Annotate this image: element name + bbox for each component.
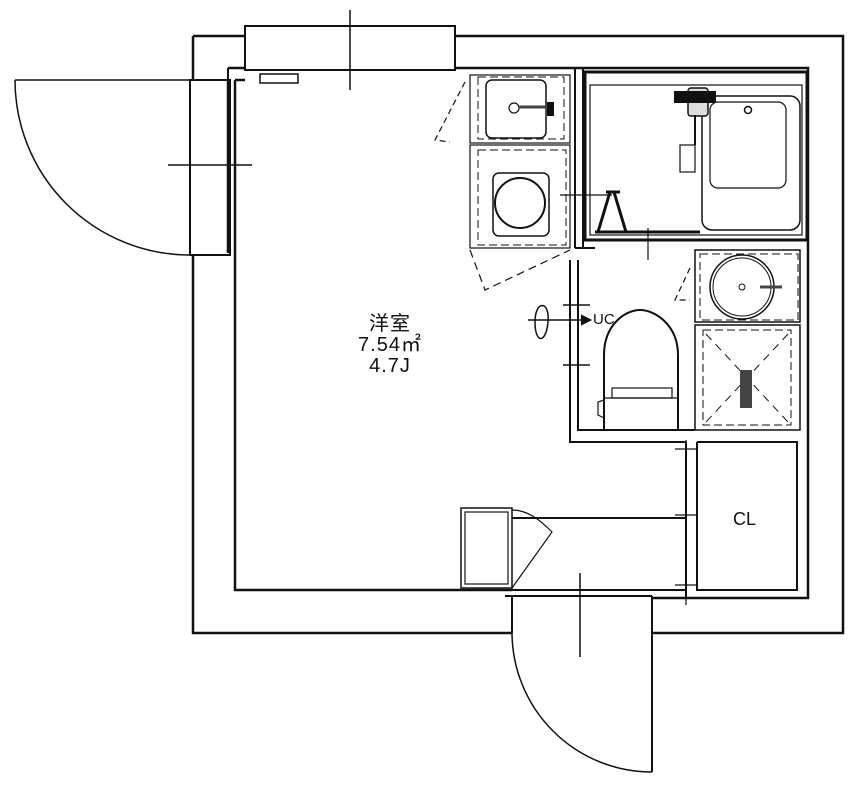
partition-wall: [569, 68, 798, 598]
room-name: 洋室: [369, 313, 411, 335]
toilet-door: [528, 304, 593, 366]
kitchen-sink: [434, 74, 571, 144]
closet-label: CL: [733, 509, 757, 529]
shower-pan: [694, 324, 801, 431]
room-tatami: 4.7J: [369, 355, 411, 377]
inner-wall: [226, 66, 810, 600]
unit-bath: [560, 70, 809, 260]
balcony-door: [14, 79, 252, 256]
aircon-unit: [259, 73, 299, 84]
toilet: [597, 308, 679, 431]
room-area: 7.54㎡: [358, 334, 422, 356]
washing-machine-space: [469, 144, 571, 291]
outer-wall: [191, 34, 845, 635]
entrance-door: [505, 573, 686, 773]
western-room-label: 洋室 7.54㎡ 4.7J: [330, 314, 450, 377]
toilet-label: UC: [593, 311, 615, 328]
shoe-cabinet: [460, 507, 686, 589]
wash-basin: [674, 249, 801, 323]
